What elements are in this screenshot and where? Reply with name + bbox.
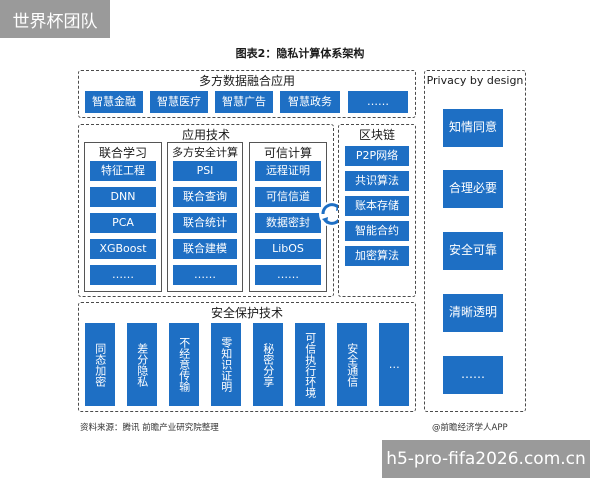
privacy-item-consent: 知情同意 xyxy=(443,109,503,147)
chain-item-ledger: 账本存储 xyxy=(345,196,409,216)
fed-item-more: …… xyxy=(90,265,156,285)
privacy-title: Privacy by design xyxy=(426,74,524,87)
security-item-label: 零知识证明 xyxy=(219,337,233,392)
chain-item-p2p: P2P网络 xyxy=(345,146,409,166)
privacy-item-more: …… xyxy=(443,356,503,394)
top-item-more: …… xyxy=(348,91,408,113)
top-item-medical: 智慧医疗 xyxy=(150,91,208,113)
security-item-label: 秘密分享 xyxy=(261,342,275,387)
mpc-item-statistics: 联合统计 xyxy=(173,213,237,233)
privacy-item-necessity: 合理必要 xyxy=(443,170,503,208)
privacy-item-transparency: 清晰透明 xyxy=(443,294,503,332)
blockchain-title: 区块链 xyxy=(358,128,395,142)
app-tech-title: 应用技术 xyxy=(181,128,230,142)
security-item-label: 不经意传输 xyxy=(177,337,191,392)
security-item-label: 可信执行环境 xyxy=(303,331,317,398)
trusted-title: 可信计算 xyxy=(263,146,312,160)
figure-title: 图表2：隐私计算体系架构 xyxy=(235,47,365,60)
mpc-item-more: …… xyxy=(173,265,237,285)
credit-note: @前瞻经济学人APP xyxy=(432,423,508,433)
security-item-differential: 差分隐私 xyxy=(127,323,157,406)
chain-item-consensus: 共识算法 xyxy=(345,171,409,191)
top-item-government: 智慧政务 xyxy=(280,91,340,113)
url-badge: h5-pro-fifa2026.com.cn xyxy=(382,440,590,478)
trusted-item-more: …… xyxy=(255,265,321,285)
trusted-item-sealing: 数据密封 xyxy=(255,213,321,233)
mpc-item-query: 联合查询 xyxy=(173,187,237,207)
security-item-secret-sharing: 秘密分享 xyxy=(253,323,283,406)
privacy-item-security: 安全可靠 xyxy=(443,232,503,270)
chain-item-smart-contract: 智能合约 xyxy=(345,221,409,241)
source-note: 资料来源：腾讯 前瞻产业研究院整理 xyxy=(80,423,219,433)
top-item-advertising: 智慧广告 xyxy=(215,91,273,113)
fed-item-dnn: DNN xyxy=(90,187,156,207)
watermark-badge: 世界杯团队 xyxy=(0,0,110,38)
trusted-item-channel: 可信信道 xyxy=(255,187,321,207)
trusted-item-libos: LibOS xyxy=(255,239,321,259)
security-item-more: … xyxy=(379,323,409,406)
fed-item-feature-engineering: 特征工程 xyxy=(90,161,156,181)
chain-item-crypto: 加密算法 xyxy=(345,246,409,266)
trusted-item-remote-attestation: 远程证明 xyxy=(255,161,321,181)
mpc-item-modeling: 联合建模 xyxy=(173,239,237,259)
security-item-homomorphic: 同态加密 xyxy=(85,323,115,406)
security-item-zero-knowledge: 零知识证明 xyxy=(211,323,241,406)
security-item-label: 差分隐私 xyxy=(135,342,149,387)
fed-learning-title: 联合学习 xyxy=(98,146,147,160)
fed-item-xgboost: XGBoost xyxy=(90,239,156,259)
mpc-item-psi: PSI xyxy=(173,161,237,181)
security-item-oblivious: 不经意传输 xyxy=(169,323,199,406)
security-item-label: … xyxy=(387,358,401,371)
security-item-tee: 可信执行环境 xyxy=(295,323,325,406)
security-item-secure-comm: 安全通信 xyxy=(337,323,367,406)
security-title: 安全保护技术 xyxy=(210,306,283,320)
top-section-title: 多方数据融合应用 xyxy=(198,74,295,88)
security-item-label: 同态加密 xyxy=(93,342,107,387)
fed-item-pca: PCA xyxy=(90,213,156,233)
top-item-finance: 智慧金融 xyxy=(85,91,143,113)
mpc-title: 多方安全计算 xyxy=(172,146,238,159)
security-item-label: 安全通信 xyxy=(345,342,359,387)
